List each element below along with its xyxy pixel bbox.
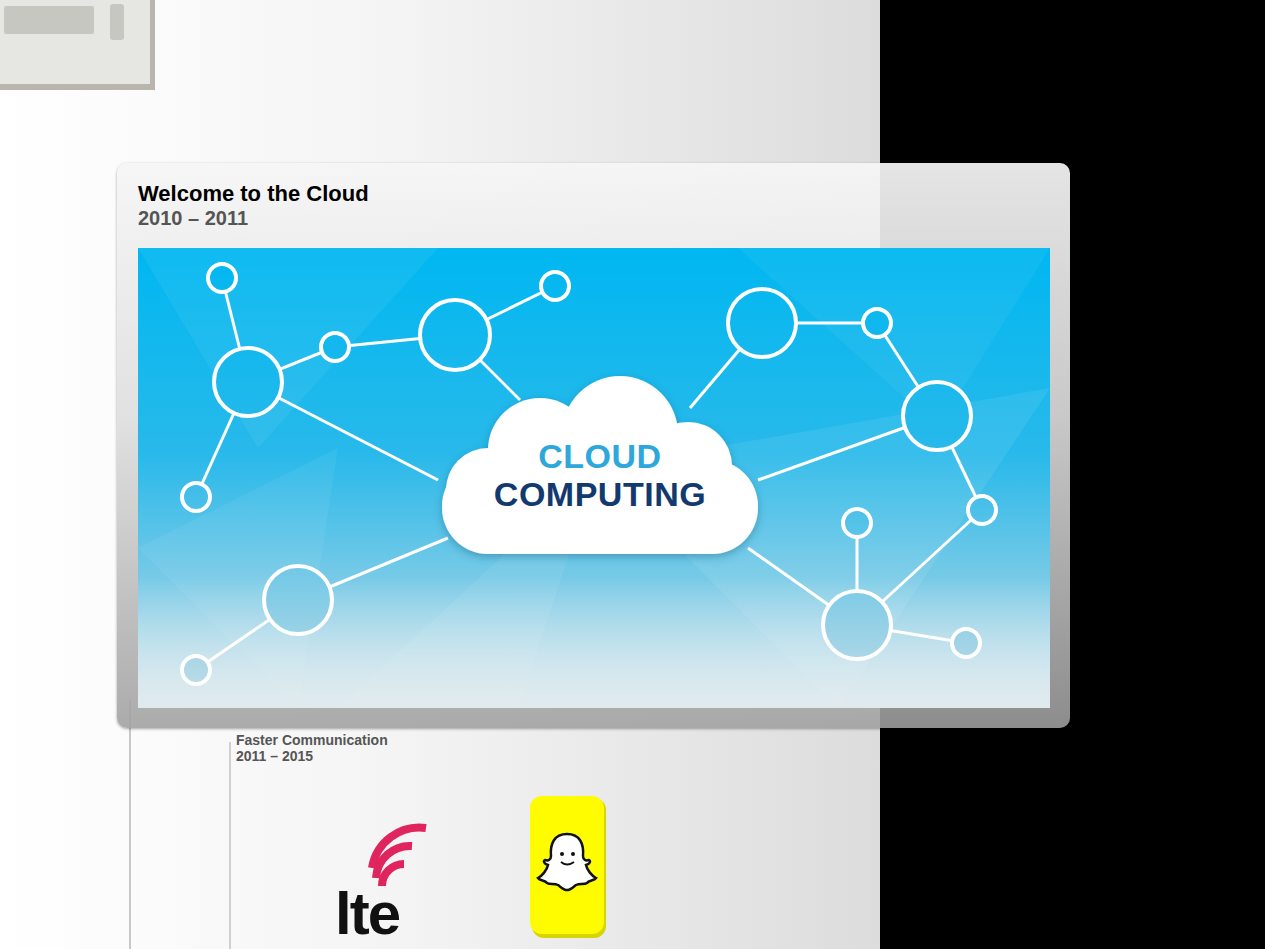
facets bbox=[138, 248, 1050, 708]
keyboard-keys bbox=[4, 4, 124, 40]
illustration-part bbox=[19, 9, 29, 17]
date-range: 2010 – 2011 bbox=[138, 207, 1049, 229]
illustration-part bbox=[110, 4, 124, 40]
ghost-mouth bbox=[561, 862, 574, 865]
illustration-part bbox=[182, 656, 210, 684]
illustration-part bbox=[182, 483, 210, 511]
date-range: 2011 – 2015 bbox=[236, 748, 886, 764]
panel-title: Faster Communication bbox=[236, 732, 886, 748]
illustration-part bbox=[208, 264, 236, 292]
lte-logo-text: lte bbox=[335, 884, 399, 944]
ghost bbox=[538, 834, 596, 890]
illustration-part bbox=[372, 828, 426, 868]
illustration-part bbox=[728, 289, 796, 357]
illustration-part bbox=[823, 591, 891, 659]
illustration-part bbox=[32, 21, 42, 29]
illustration-part bbox=[382, 864, 404, 886]
illustration-part bbox=[6, 21, 16, 29]
device-picture bbox=[0, 0, 160, 95]
illustration-part bbox=[6, 9, 16, 17]
icon-ground bbox=[530, 796, 604, 934]
sky-ground bbox=[138, 248, 1050, 708]
illustration-part bbox=[32, 9, 42, 17]
illustration-part bbox=[968, 496, 996, 524]
illustration-part bbox=[45, 21, 55, 29]
network-lines bbox=[196, 278, 982, 670]
ghost-eye bbox=[560, 852, 564, 856]
snapchat-icon bbox=[528, 794, 612, 944]
cloud-shape: CLOUD COMPUTING bbox=[430, 378, 770, 558]
illustration-part bbox=[321, 333, 349, 361]
signal-arcs bbox=[372, 828, 426, 886]
device-frame bbox=[0, 0, 155, 90]
timeline-card: Welcome to the Cloud2010 – 2011CLOUD COM… bbox=[117, 163, 1070, 728]
panel-edge bbox=[129, 700, 131, 949]
illustration-part bbox=[541, 272, 569, 300]
timeline-panel: Faster Communication2011 – 2015 bbox=[236, 732, 886, 772]
device-face bbox=[0, 0, 150, 84]
illustration-part bbox=[71, 9, 81, 17]
panel-edge bbox=[229, 742, 231, 949]
illustration-part bbox=[903, 382, 971, 450]
illustration-part bbox=[138, 248, 438, 448]
illustration-part bbox=[214, 348, 282, 416]
illustration-part bbox=[71, 21, 81, 29]
illustration-part bbox=[19, 21, 29, 29]
illustration-part bbox=[4, 6, 94, 34]
cloud-label: CLOUD COMPUTING bbox=[480, 437, 720, 513]
lte-logo-arcs bbox=[368, 820, 448, 892]
illustration-part bbox=[863, 309, 891, 337]
illustration-part bbox=[58, 9, 68, 17]
cloud-body bbox=[442, 376, 758, 554]
illustration-part bbox=[58, 21, 68, 29]
network-circles bbox=[182, 264, 996, 684]
illustration-part bbox=[264, 566, 332, 634]
illustration-part bbox=[952, 629, 980, 657]
illustration-part bbox=[843, 509, 871, 537]
illustration-part bbox=[45, 9, 55, 17]
illustration-part bbox=[420, 300, 490, 370]
ghost-eye bbox=[571, 852, 575, 856]
card-title: Welcome to the Cloud bbox=[138, 181, 1049, 207]
